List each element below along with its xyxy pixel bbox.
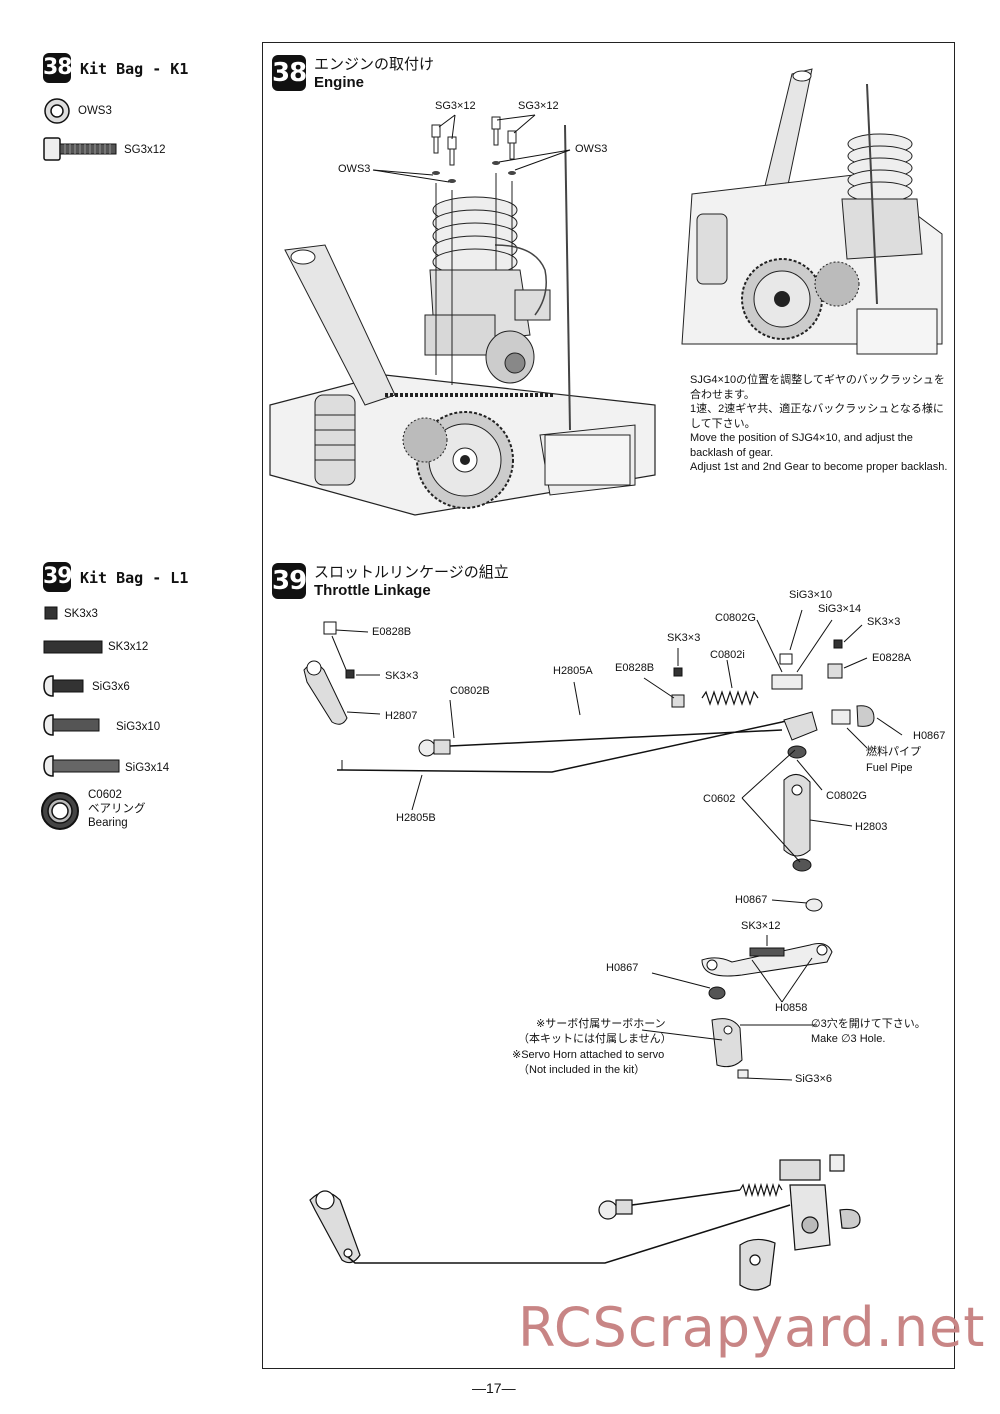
label-ows3-right: OWS3 — [575, 143, 608, 155]
bag39-part-sig3x10: SiG3x10 — [116, 721, 161, 733]
gear-backlash-detail-drawing — [681, 68, 943, 355]
bag39-step-badge: 39 — [43, 562, 73, 592]
label-sig3x14: SiG3×14 — [818, 603, 862, 615]
bag39-part-sig3x14: SiG3x14 — [125, 762, 170, 774]
bag39-title: Kit Bag - L1 — [80, 569, 189, 587]
label-sg3x12-left: SG3×12 — [435, 100, 476, 112]
label-h0867-low: H0867 — [606, 962, 639, 974]
label-sk3x3-left: SK3×3 — [385, 670, 419, 682]
bag39-part-sk3x12: SK3x12 — [108, 641, 149, 653]
label-c0802b: C0802B — [450, 685, 490, 697]
instruction-frame — [262, 42, 955, 1369]
label-sk3x3-right: SK3×3 — [867, 616, 901, 628]
label-servo-horn-en-note: （Not included in the kit） — [518, 1064, 646, 1076]
throttle-linkage-exploded-drawing — [303, 609, 903, 1081]
label-h0858: H0858 — [775, 1002, 808, 1014]
throttle-linkage-assembled-drawing — [309, 1154, 861, 1291]
label-ows3-left: OWS3 — [338, 163, 371, 175]
label-h2803: H2803 — [855, 821, 888, 833]
bearing-icon — [41, 792, 79, 830]
label-fuel-pipe-jp: 燃料パイプ — [866, 746, 921, 758]
step39-title-en: Throttle Linkage — [314, 582, 431, 599]
step38-badge: 38 — [272, 55, 307, 91]
step38-title-en: Engine — [314, 74, 365, 91]
page-number: —17— — [472, 1380, 516, 1396]
label-h2805a: H2805A — [553, 665, 593, 677]
label-e0828b-top: E0828B — [372, 626, 412, 638]
label-servo-horn-jp-note: （本キットには付属しません） — [518, 1033, 672, 1045]
button-screw-icon — [43, 714, 100, 736]
bag38-part-ows3: OWS3 — [78, 105, 112, 117]
step38-leader-lines — [372, 114, 571, 183]
set-screw-icon — [44, 606, 58, 620]
label-sig3x10: SiG3×10 — [789, 589, 833, 601]
bag39-part-sk3x3: SK3x3 — [64, 608, 98, 620]
step38-title-jp: エンジンの取付け — [314, 56, 435, 73]
label-sk3x12: SK3×12 — [741, 920, 781, 932]
backlash-note: SJG4×10の位置を調整してギヤのバックラッシュを合わせます。 1速、2速ギヤ… — [690, 374, 948, 473]
label-h0867-mid: H0867 — [735, 894, 768, 906]
bag38-title: Kit Bag - K1 — [80, 60, 189, 78]
label-sk3x3-mid: SK3×3 — [667, 632, 701, 644]
label-servo-horn-en: ※Servo Horn attached to servo — [512, 1049, 665, 1061]
label-hole-en: Make ∅3 Hole. — [811, 1033, 886, 1045]
label-c0802i: C0802i — [710, 649, 745, 661]
button-screw-icon — [43, 755, 120, 777]
washer-icon — [44, 98, 70, 124]
step39-title-jp: スロットルリンケージの組立 — [314, 564, 509, 581]
cap-screw-icon — [43, 137, 117, 161]
label-c0602: C0602 — [703, 793, 736, 805]
label-hole-jp: ∅3穴を開けて下さい。 — [811, 1018, 926, 1030]
label-h0867-right: H0867 — [913, 730, 946, 742]
bag39-part-sig3x6: SiG3x6 — [92, 681, 130, 693]
label-servo-horn-jp: ※サーボ付属サーボホーン — [536, 1018, 666, 1030]
label-e0828a: E0828A — [872, 652, 912, 664]
label-c0802g-top: C0802G — [715, 612, 756, 624]
bag39-part-bearing: C0602 ベアリング Bearing — [88, 789, 146, 829]
step39-badge: 39 — [272, 563, 307, 599]
button-screw-icon — [43, 675, 84, 697]
label-e0828b-mid: E0828B — [615, 662, 655, 674]
label-h2805b: H2805B — [396, 812, 436, 824]
watermark: RCScrapyard.net — [518, 1296, 986, 1359]
set-screw-long-icon — [43, 640, 103, 654]
bag38-step-badge: 38 — [43, 53, 73, 83]
label-c0802g-mid: C0802G — [826, 790, 867, 802]
label-sg3x12-right: SG3×12 — [518, 100, 559, 112]
label-fuel-pipe-en: Fuel Pipe — [866, 762, 913, 774]
bag38-part-sg3x12: SG3x12 — [124, 144, 166, 156]
label-sig3x6: SiG3×6 — [795, 1073, 832, 1085]
label-h2807: H2807 — [385, 710, 418, 722]
engine-assembly-drawing — [269, 116, 656, 516]
